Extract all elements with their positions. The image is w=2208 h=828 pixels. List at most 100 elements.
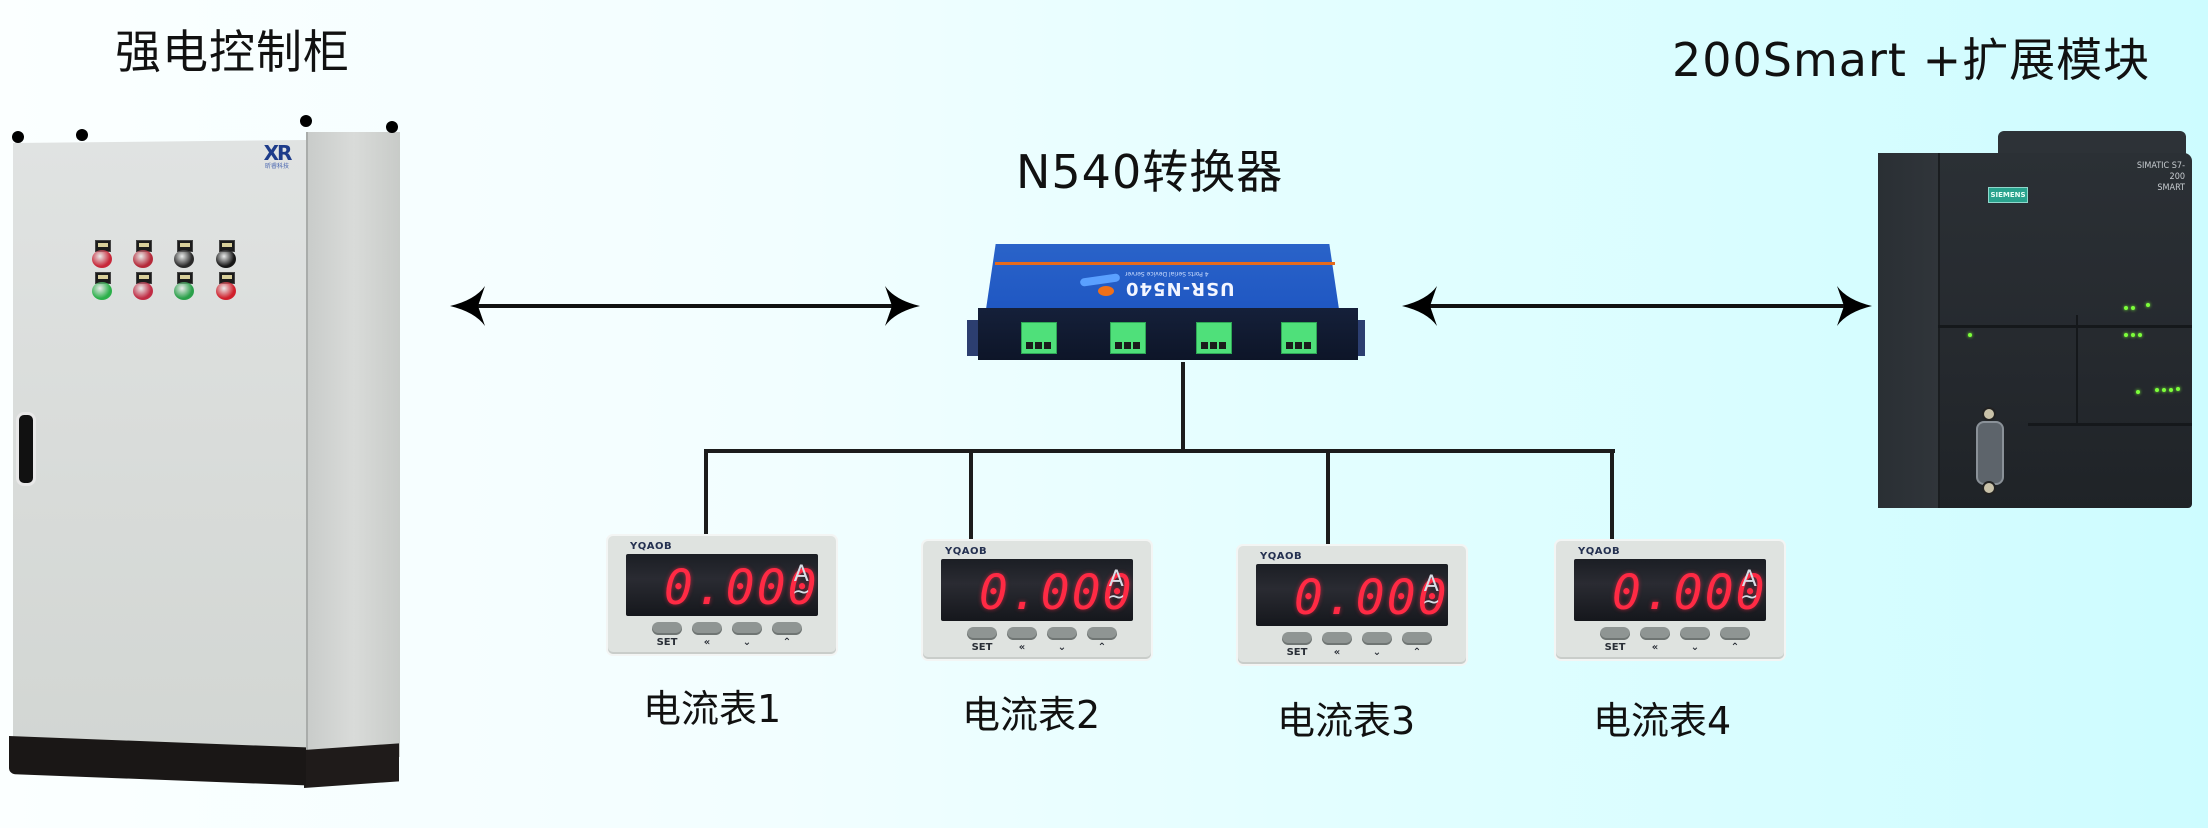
converter-top-panel xyxy=(985,244,1340,316)
meter-key-label: ⌄ xyxy=(742,637,752,648)
down-key[interactable] xyxy=(1362,632,1392,645)
cabinet-logo: XR 昕睿科技 xyxy=(260,143,294,171)
meter-unit-letter: A xyxy=(1108,567,1124,592)
button-cap xyxy=(133,250,153,268)
down-key[interactable] xyxy=(1680,627,1710,640)
meter-brand: YQAOB xyxy=(630,541,673,552)
meter-key-label: « xyxy=(1333,647,1341,658)
pushbutton-icon xyxy=(90,240,114,270)
meter-brand: YQAOB xyxy=(945,546,988,557)
set-key[interactable] xyxy=(1600,627,1630,640)
plc-divider xyxy=(1938,325,2192,328)
meter-unit-letter: A xyxy=(1741,567,1757,592)
meter-key-label: « xyxy=(1651,642,1659,653)
lifting-eye-icon xyxy=(76,129,88,141)
n540-converter: 4 Ports Serial Device Server USR-N540 xyxy=(965,240,1365,365)
pushbutton-icon xyxy=(172,272,196,302)
ammeter-label-1: 电流表1 xyxy=(643,687,782,731)
button-tag xyxy=(219,272,235,284)
button-cap xyxy=(216,282,236,300)
terminal-screw-icon xyxy=(1044,342,1051,349)
terminal-screw-icon xyxy=(1026,342,1033,349)
serial-terminal-3 xyxy=(1196,322,1232,354)
bidirectional-arrow-cabinet-converter xyxy=(450,286,920,326)
ammeter-label-3: 电流表3 xyxy=(1277,699,1416,743)
cabinet-title: 强电控制柜 xyxy=(115,25,350,79)
terminal-screw-icon xyxy=(1201,342,1208,349)
up-key[interactable] xyxy=(1720,627,1750,640)
button-cap xyxy=(92,250,112,268)
door-handle-icon xyxy=(16,412,36,486)
shift-left-key[interactable] xyxy=(1007,627,1037,640)
bus-drop-line-4 xyxy=(1610,449,1614,543)
ammeter-label-2: 电流表2 xyxy=(962,693,1101,737)
meter-keypad: SET«⌄⌃ xyxy=(1282,632,1432,660)
status-led-icon xyxy=(2155,388,2159,392)
siemens-badge: SIEMENS xyxy=(1988,187,2028,203)
lifting-eye-icon xyxy=(12,131,24,143)
plc-divider xyxy=(2028,423,2192,426)
meter-key-label: ⌄ xyxy=(1057,642,1067,653)
meter-key-label: ⌃ xyxy=(1412,647,1422,658)
plc-title: 200Smart +扩展模块 xyxy=(1672,33,2151,87)
arrow-head-left-icon xyxy=(450,286,485,326)
plc-model-line2: SMART xyxy=(2157,183,2185,193)
up-key[interactable] xyxy=(1402,632,1432,645)
ac-symbol-icon: ~ xyxy=(1107,585,1126,610)
down-key[interactable] xyxy=(1047,627,1077,640)
status-led-icon xyxy=(2162,388,2166,392)
shift-left-key[interactable] xyxy=(692,622,722,635)
port-screw-icon xyxy=(1982,407,1996,421)
plc-200smart: SIEMENS SIMATIC S7-200 SMART xyxy=(1878,125,2200,510)
button-cap xyxy=(133,282,153,300)
arrow-head-right-icon xyxy=(1837,286,1872,326)
meter-key-label: SET xyxy=(971,642,993,653)
ac-symbol-icon: ~ xyxy=(1740,585,1759,610)
button-cap xyxy=(174,250,194,268)
serial-terminal-2 xyxy=(1110,322,1146,354)
meter-key-label: ⌃ xyxy=(1097,642,1107,653)
down-key[interactable] xyxy=(732,622,762,635)
arrow-head-left-icon xyxy=(1402,286,1437,326)
set-key[interactable] xyxy=(967,627,997,640)
button-tag xyxy=(136,240,152,252)
meter-brand: YQAOB xyxy=(1578,546,1621,557)
meter-unit-letter: A xyxy=(1423,572,1439,597)
shift-left-key[interactable] xyxy=(1322,632,1352,645)
shift-left-key[interactable] xyxy=(1640,627,1670,640)
up-key[interactable] xyxy=(1087,627,1117,640)
meter-key-label: SET xyxy=(1286,647,1308,658)
plc-side xyxy=(1878,153,1940,508)
pushbutton-icon xyxy=(90,272,114,302)
up-key[interactable] xyxy=(772,622,802,635)
meter-unit: A~ xyxy=(792,564,810,604)
pushbutton-icon xyxy=(172,240,196,270)
button-cap xyxy=(216,250,236,268)
meter-keypad: SET«⌄⌃ xyxy=(652,622,802,650)
bus-drop-line-3 xyxy=(1326,449,1330,547)
meter-brand: YQAOB xyxy=(1260,551,1303,562)
terminal-screw-icon xyxy=(1210,342,1217,349)
meter-key-label: « xyxy=(1018,642,1026,653)
cabinet-side-panel xyxy=(306,132,400,757)
pushbutton-icon xyxy=(214,272,238,302)
bus-drop-line-1 xyxy=(704,449,708,538)
meter-key-label: SET xyxy=(656,637,678,648)
meter-unit: A~ xyxy=(1422,572,1441,615)
converter-title: N540转换器 xyxy=(1016,145,1284,199)
set-key[interactable] xyxy=(652,622,682,635)
button-cap xyxy=(92,282,112,300)
plc-divider xyxy=(2076,315,2078,423)
terminal-screw-icon xyxy=(1219,342,1226,349)
meter-unit: A~ xyxy=(1107,567,1126,610)
set-key[interactable] xyxy=(1282,632,1312,645)
meter-reading: 0.000 xyxy=(979,565,1134,621)
terminal-screw-icon xyxy=(1035,342,1042,349)
converter-stripe xyxy=(995,262,1335,265)
ac-symbol-icon: ~ xyxy=(1422,590,1441,615)
